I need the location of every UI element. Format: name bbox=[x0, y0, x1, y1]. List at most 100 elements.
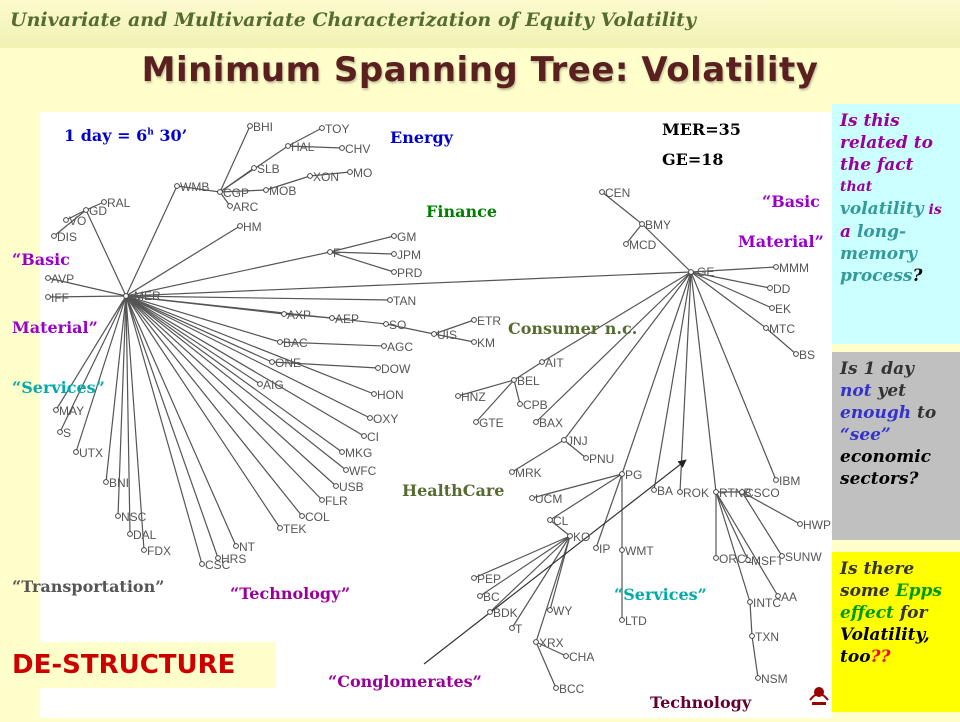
tree-edge bbox=[329, 251, 395, 273]
tree-edge bbox=[741, 491, 801, 525]
tree-edge bbox=[287, 127, 323, 147]
header-text: Univariate and Multivariate Characteriza… bbox=[10, 9, 696, 31]
node-label: ONE bbox=[275, 356, 301, 370]
conglomerates-arrow bbox=[423, 459, 687, 665]
tree-edge bbox=[479, 535, 571, 597]
node-label: LTD bbox=[625, 614, 647, 628]
node-label: TEK bbox=[283, 522, 306, 536]
slide-title: Minimum Spanning Tree: Volatility bbox=[141, 50, 819, 90]
node-label: BS bbox=[799, 348, 815, 362]
tree-edge bbox=[385, 323, 435, 335]
tree-edge bbox=[125, 295, 203, 565]
node-label: CL bbox=[553, 514, 569, 528]
tree-edge bbox=[749, 601, 753, 637]
node-label: DD bbox=[773, 282, 791, 296]
panel1-line: process? bbox=[840, 266, 923, 286]
basic-material-right-2: Material” bbox=[738, 232, 824, 251]
tree-node bbox=[487, 609, 493, 615]
tree-node bbox=[713, 489, 719, 495]
tree-node bbox=[174, 183, 180, 189]
tree-node bbox=[593, 545, 599, 551]
tree-edge bbox=[125, 295, 387, 325]
tree-node bbox=[339, 145, 345, 151]
tree-node bbox=[387, 297, 393, 303]
tree-edge bbox=[279, 341, 385, 347]
tree-edge bbox=[125, 295, 371, 419]
tree-node bbox=[51, 233, 57, 239]
node-label: MMM bbox=[779, 261, 809, 275]
basic-material-left-2: Material” bbox=[12, 318, 98, 337]
services-left-label: “Services” bbox=[12, 378, 105, 397]
tree-edge bbox=[715, 491, 751, 603]
question-panel-epps: Is there some Epps effect for Volatility… bbox=[832, 552, 960, 712]
panel1-line: volatility is bbox=[840, 199, 942, 219]
tree-node bbox=[509, 469, 515, 475]
node-label: BC bbox=[483, 590, 500, 604]
node-label: ETR bbox=[477, 314, 501, 328]
tree-node bbox=[263, 187, 269, 193]
tree-edge bbox=[473, 535, 571, 579]
node-label: UCM bbox=[535, 492, 562, 506]
tree-edge bbox=[329, 235, 395, 253]
node-label: DOW bbox=[381, 362, 411, 376]
node-label: CPB bbox=[523, 398, 548, 412]
tree-node bbox=[57, 429, 63, 435]
tree-node bbox=[747, 599, 753, 605]
tree-edge bbox=[513, 361, 543, 381]
node-label: MCD bbox=[629, 238, 657, 252]
tree-node bbox=[251, 165, 257, 171]
tree-edge bbox=[125, 295, 323, 501]
node-label: HAL bbox=[291, 140, 315, 154]
tree-node bbox=[471, 339, 477, 345]
node-label: HRS bbox=[221, 552, 246, 566]
tree-node bbox=[141, 547, 147, 553]
tree-edge bbox=[55, 295, 127, 411]
tree-node bbox=[63, 217, 69, 223]
tree-edge bbox=[219, 125, 251, 193]
node-label: GD bbox=[89, 204, 107, 218]
node-label: ORCL bbox=[719, 552, 753, 566]
tree-node bbox=[277, 525, 283, 531]
tree-edge bbox=[265, 175, 311, 191]
node-label: BCC bbox=[559, 682, 585, 696]
node-label: BMY bbox=[645, 218, 671, 232]
consumer-label: Consumer n.c. bbox=[508, 319, 638, 338]
tree-node bbox=[329, 315, 335, 321]
tree-edge bbox=[535, 535, 571, 643]
tree-edge bbox=[125, 185, 178, 297]
tree-node bbox=[473, 419, 479, 425]
tree-edge bbox=[549, 519, 571, 537]
node-label: BA bbox=[657, 484, 673, 498]
tree-node bbox=[281, 311, 287, 317]
tree-edge bbox=[549, 535, 571, 611]
node-label: FDX bbox=[147, 544, 171, 558]
node-label: UIS bbox=[437, 328, 457, 342]
tree-node bbox=[103, 479, 109, 485]
panel2-line: Is 1 day bbox=[840, 359, 914, 379]
tree-node bbox=[101, 199, 107, 205]
tree-node bbox=[347, 169, 353, 175]
tree-node bbox=[115, 513, 121, 519]
node-label: VO bbox=[69, 214, 86, 228]
node-label: TOY bbox=[325, 122, 349, 136]
node-label: ROK bbox=[683, 486, 709, 500]
panel3-line: effect for bbox=[840, 603, 928, 623]
tree-edge bbox=[125, 295, 261, 385]
tree-node bbox=[327, 249, 333, 255]
node-label: AEP bbox=[335, 312, 359, 326]
node-label: USB bbox=[339, 480, 364, 494]
node-label: AGC bbox=[387, 340, 413, 354]
node-label: DIS bbox=[57, 230, 77, 244]
tree-edge bbox=[511, 535, 571, 629]
tree-edge bbox=[690, 266, 777, 273]
node-label: CGP bbox=[223, 186, 249, 200]
panel1-line: that bbox=[840, 179, 873, 195]
tree-edge bbox=[53, 209, 87, 237]
one-day-label: 1 day = 6h 30’ bbox=[64, 126, 188, 145]
tree-node bbox=[319, 497, 325, 503]
tree-node bbox=[123, 293, 129, 299]
node-label: SUNW bbox=[785, 550, 822, 564]
mer-count: MER=35 bbox=[662, 120, 741, 139]
tree-node bbox=[553, 685, 559, 691]
